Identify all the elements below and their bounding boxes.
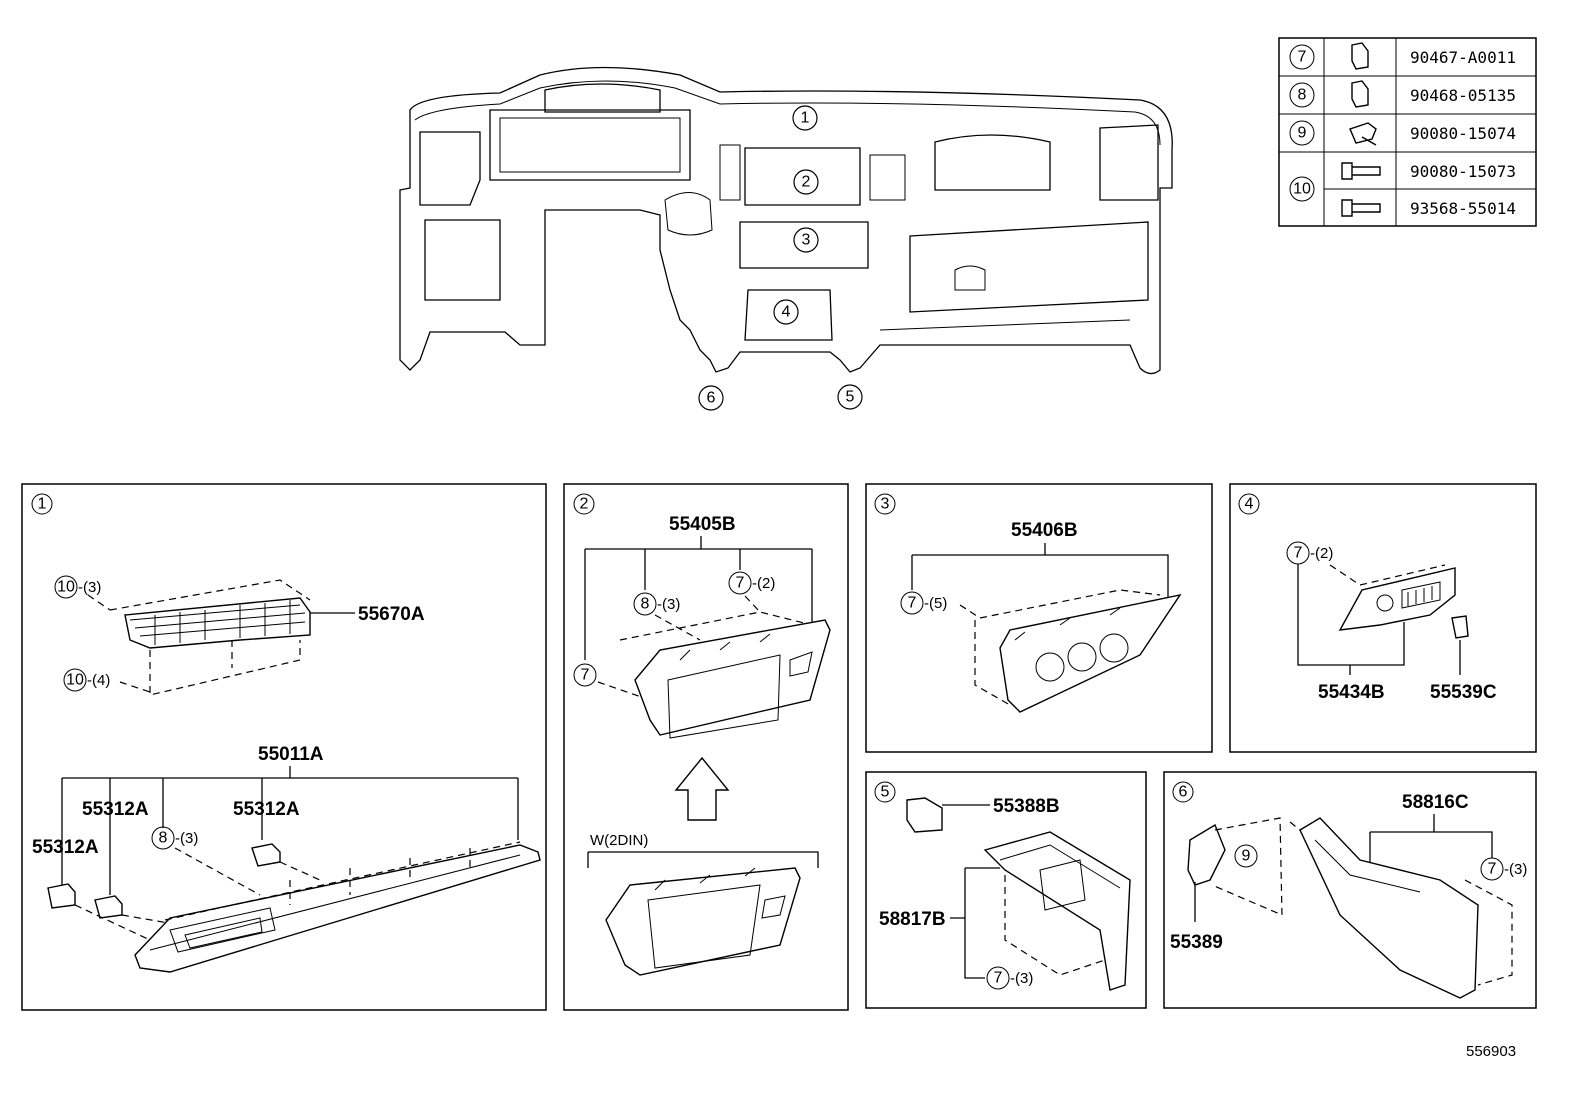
panel-2-number: 2 <box>580 496 589 513</box>
up-arrow-icon <box>674 756 730 821</box>
callout-7b: 7 <box>581 667 590 684</box>
panel-1: 1 55670A 10 -(3) 10 -(4) 55011A 55312A 5… <box>21 483 547 1011</box>
switch-55539C <box>1451 615 1469 639</box>
label-55312A-b: 55312A <box>233 799 300 820</box>
fastener-part-number: 90468-05135 <box>1410 86 1516 105</box>
callout-2-text: 2 <box>802 174 811 191</box>
qty-8: -(3) <box>657 596 680 613</box>
panel-4: 4 7 -(2) 55434B 55539C <box>1229 483 1537 753</box>
qty-7: -(3) <box>1010 970 1033 987</box>
glovebox-58817B <box>983 831 1131 991</box>
climate-panel-55406B <box>999 593 1182 713</box>
fastener-part-number: 90080-15074 <box>1410 124 1516 143</box>
panel-5-number: 5 <box>881 784 890 801</box>
rivet-icon <box>1349 122 1377 146</box>
center-bezel-2din <box>605 867 801 976</box>
label-55388B: 55388B <box>993 796 1060 817</box>
panel-1-number: 1 <box>38 496 47 513</box>
callout-8: 8 <box>641 596 650 613</box>
callout-7a: 7 <box>736 575 745 592</box>
variant-label: W(2DIN) <box>590 832 648 849</box>
qty-7a: -(2) <box>752 575 775 592</box>
qty-10a: -(3) <box>78 579 101 596</box>
label-55011A: 55011A <box>258 744 324 765</box>
callout-7: 7 <box>1294 545 1303 562</box>
callout-1: 1 <box>792 105 818 131</box>
label-55406B: 55406B <box>1011 520 1078 541</box>
label-55312A-c: 55312A <box>32 837 99 858</box>
clip-icon <box>1351 42 1369 70</box>
qty-7: -(2) <box>1310 545 1333 562</box>
qty-7: -(3) <box>1504 861 1527 878</box>
callout-3-text: 3 <box>802 232 811 249</box>
clip-55312A-b <box>251 843 281 867</box>
fastener-table: 7 90467-A0011 8 90468-05135 9 90080-15074 10 90… <box>1278 37 1537 227</box>
callout-4-text: 4 <box>782 304 791 321</box>
label-55389: 55389 <box>1170 932 1223 953</box>
callout-3: 3 <box>793 227 819 253</box>
callout-6: 6 <box>698 385 724 411</box>
panel-6: 6 58816C 7 -(3) 9 55389 <box>1163 771 1537 1009</box>
callout-6-text: 6 <box>707 390 716 407</box>
qty-7: -(5) <box>924 595 947 612</box>
clip-55312A-a <box>94 895 123 919</box>
instrument-trim-panel <box>134 841 541 973</box>
callout-10a: 10 <box>57 579 75 596</box>
screw-icon <box>1341 199 1381 217</box>
vent-assembly <box>109 579 311 696</box>
callout-2: 2 <box>793 169 819 195</box>
callout-4: 4 <box>773 299 799 325</box>
fastener-ref-8: 8 <box>1298 87 1307 104</box>
fastener-ref-10: 10 <box>1293 181 1311 198</box>
label-55434B: 55434B <box>1318 682 1385 703</box>
callout-7: 7 <box>994 970 1003 987</box>
callout-5-text: 5 <box>846 389 855 406</box>
fastener-part-number: 93568-55014 <box>1410 199 1516 218</box>
label-55670A: 55670A <box>358 604 425 625</box>
label-58817B: 58817B <box>879 909 946 930</box>
center-bezel-55405B <box>634 619 831 739</box>
callout-10b: 10 <box>66 672 84 689</box>
fastener-part-number: 90080-15073 <box>1410 162 1516 181</box>
screw-icon <box>1341 162 1381 180</box>
label-55539C: 55539C <box>1430 682 1497 703</box>
panel-2: 2 55405B 8 -(3) 7 -(2) 7 W(2DIN) <box>563 483 849 1011</box>
panel-6-number: 6 <box>1179 784 1188 801</box>
dashboard-assembly <box>399 66 1173 375</box>
lower-cover-58816C <box>1289 817 1513 999</box>
label-58816C: 58816C <box>1402 792 1469 813</box>
callout-8: 8 <box>159 830 168 847</box>
panel-4-number: 4 <box>1245 496 1254 513</box>
main-callouts: 1 2 3 4 5 6 <box>698 105 863 411</box>
callout-9: 9 <box>1242 848 1251 865</box>
callout-7: 7 <box>908 595 917 612</box>
clip-55312A-c <box>47 883 76 909</box>
qty-10b: -(4) <box>87 672 110 689</box>
callout-5: 5 <box>837 384 863 410</box>
diagram-id: 556903 <box>1466 1043 1516 1060</box>
label-55312A-a: 55312A <box>82 799 149 820</box>
label-55405B: 55405B <box>669 514 736 535</box>
fastener-ref-9: 9 <box>1298 125 1307 142</box>
panel-5: 5 55388B 58817B 7 -(3) <box>865 771 1147 1009</box>
callout-1-text: 1 <box>801 110 810 127</box>
switch-panel-55434B <box>1338 567 1456 631</box>
bracket-55389 <box>1187 823 1226 886</box>
callout-7: 7 <box>1488 861 1497 878</box>
qty-8: -(3) <box>175 830 198 847</box>
panel-3: 3 55406B 7 -(5) <box>865 483 1213 753</box>
fastener-ref-7: 7 <box>1298 49 1307 66</box>
panel-3-number: 3 <box>881 496 890 513</box>
lock-55388B <box>906 797 943 833</box>
fastener-part-number: 90467-A0011 <box>1410 48 1516 67</box>
clip-icon <box>1351 80 1369 108</box>
